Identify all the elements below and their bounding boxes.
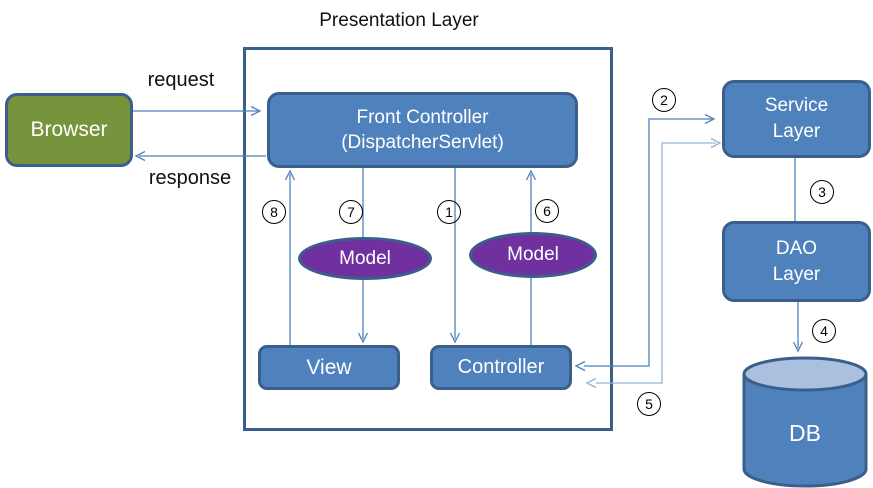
presentation-layer-frame — [243, 47, 613, 431]
step5-arrowhead-icon — [585, 377, 597, 389]
step-badge-5: 5 — [637, 392, 661, 416]
service-layer-label-line2: Layer — [772, 121, 821, 142]
step-badge-2: 2 — [652, 88, 676, 112]
request-label: request — [147, 69, 215, 91]
step2-arrowhead-icon — [704, 113, 716, 125]
model-left-label: Model — [339, 247, 391, 269]
step-6-number: 6 — [543, 203, 551, 219]
node-browser: Browser — [5, 93, 133, 167]
step1-arrowhead-icon — [449, 332, 461, 344]
view-label: View — [306, 355, 352, 379]
step-badge-8: 8 — [262, 200, 286, 224]
step-badge-4: 4 — [812, 319, 836, 343]
step-2-number: 2 — [660, 92, 668, 108]
dao-layer-label-line2: Layer — [772, 263, 821, 285]
node-model-right: Model — [469, 232, 597, 278]
db-cylinder-body — [742, 374, 868, 488]
step2-connector-line — [584, 118, 712, 367]
step8-arrowhead-icon — [284, 169, 296, 181]
controller-label: Controller — [457, 356, 545, 378]
step2-return-arrowhead-icon — [574, 360, 586, 372]
front-controller-label-line2: (DispatcherServlet) — [341, 132, 504, 153]
step4-arrowhead-icon — [792, 341, 804, 353]
db-cylinder-top — [742, 356, 868, 392]
response-label: response — [148, 167, 232, 189]
db-label: DB — [789, 420, 821, 446]
step-badge-7: 7 — [339, 200, 363, 224]
dao-layer-label-line1: DAO — [775, 237, 818, 259]
presentation-layer-title: Presentation Layer — [319, 10, 479, 31]
node-front-controller: Front Controller (DispatcherServlet) — [267, 92, 578, 168]
model-right-label: Model — [507, 244, 559, 265]
node-db-cylinder — [742, 356, 868, 488]
node-view: View — [258, 345, 400, 390]
service-layer-label-line1: Service — [764, 95, 829, 116]
browser-label: Browser — [30, 118, 108, 141]
node-controller: Controller — [430, 345, 572, 390]
step-8-number: 8 — [270, 204, 278, 220]
request-arrowhead-icon — [250, 105, 262, 117]
step-5-number: 5 — [645, 396, 653, 412]
step-3-number: 3 — [818, 184, 826, 200]
step5-service-arrowhead-icon — [710, 137, 722, 149]
step-4-number: 4 — [820, 323, 828, 339]
step-badge-3: 3 — [810, 180, 834, 204]
step-1-number: 1 — [445, 204, 453, 220]
step6-arrowhead-icon — [525, 169, 537, 181]
step5-connector-line — [596, 142, 716, 384]
step-badge-1: 1 — [437, 200, 461, 224]
response-arrowhead-icon — [134, 150, 146, 162]
node-service-layer: Service Layer — [722, 80, 871, 158]
front-controller-label-line1: Front Controller — [356, 107, 489, 128]
step-badge-6: 6 — [535, 199, 559, 223]
step7-arrowhead-icon — [357, 332, 369, 344]
node-dao-layer: DAO Layer — [722, 221, 871, 302]
step-7-number: 7 — [347, 204, 355, 220]
node-model-left: Model — [298, 237, 432, 280]
